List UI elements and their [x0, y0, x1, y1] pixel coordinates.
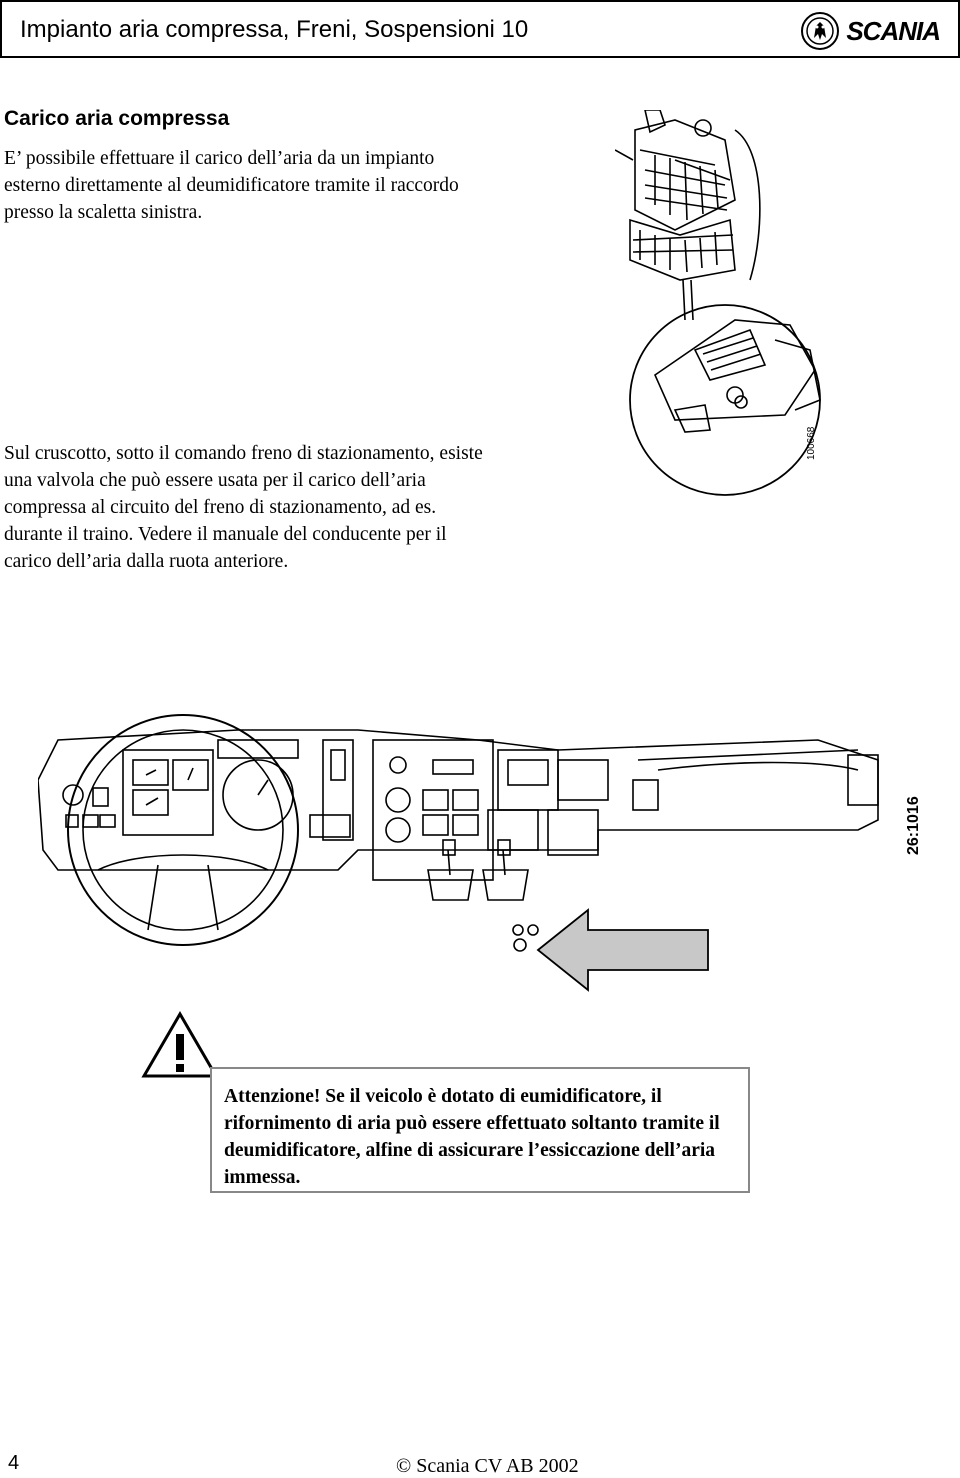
step-connector-illustration — [615, 110, 821, 496]
page-number: 4 — [8, 1452, 20, 1474]
page-header: Impianto aria compressa, Freni, Sospensi… — [0, 0, 960, 58]
figure-code-2: 26:1016 — [905, 796, 922, 855]
paragraph-external-charge: E’ possibile effettuare il carico dell’a… — [4, 148, 459, 223]
scania-logo: SCANIA — [800, 10, 941, 52]
arrow-pointer-icon — [536, 908, 709, 992]
griffin-emblem-icon — [801, 12, 840, 50]
section-title: Carico aria compressa — [4, 107, 230, 130]
brand-name: SCANIA — [846, 15, 941, 46]
page-title: Impianto aria compressa, Freni, Sospensi… — [20, 16, 529, 43]
warning-triangle-icon — [141, 1011, 219, 1078]
figure-code-1: 100668 — [806, 426, 817, 460]
dashboard-illustration — [38, 714, 879, 992]
warning-box: Attenzione! Se il veicolo è dotato di eu… — [210, 1067, 750, 1193]
warning-text: Attenzione! Se il veicolo è dotato di eu… — [224, 1086, 720, 1188]
copyright-text: © Scania CV AB 2002 — [396, 1455, 579, 1477]
paragraph-dashboard-valve: Sul cruscotto, sotto il comando freno di… — [4, 443, 483, 572]
